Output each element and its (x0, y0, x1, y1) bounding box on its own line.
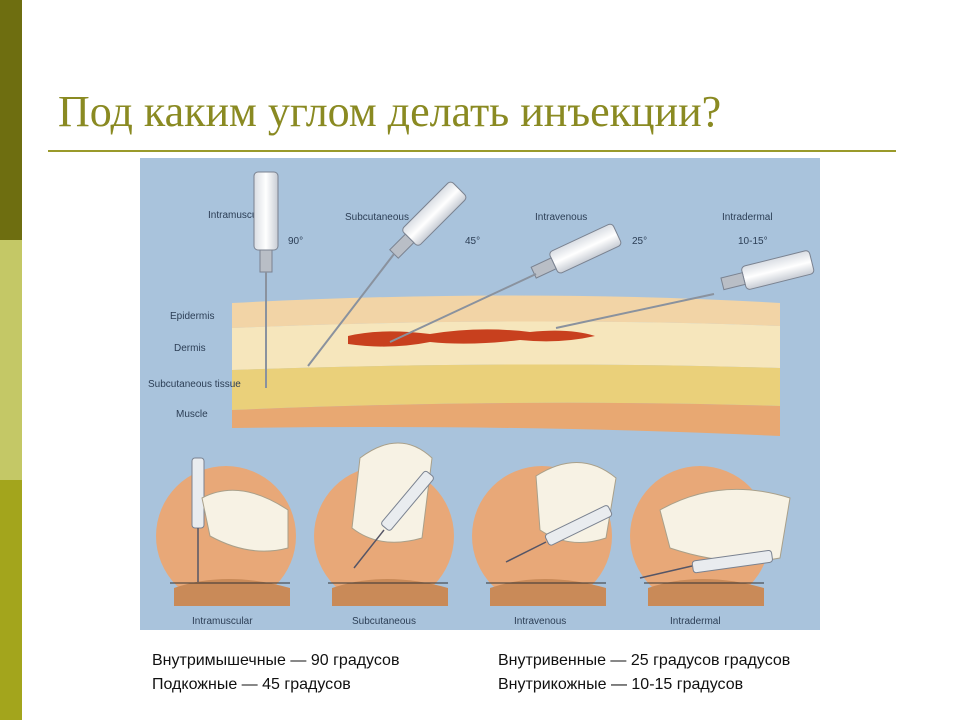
technique-circle-intravenous (472, 462, 617, 606)
needle-angle-intravenous: 25° (632, 236, 647, 247)
layer-label-subcutaneous: Subcutaneous tissue (148, 379, 241, 390)
technique-circle-intramuscular (156, 457, 296, 606)
caption-subcutaneous: Подкожные — 45 градусов (152, 676, 351, 693)
layer-label-muscle: Muscle (176, 409, 208, 420)
slide-title: Под каким углом делать инъекции? (58, 87, 722, 136)
syringe-intradermal (555, 250, 815, 329)
needle-label-intravenous: Intravenous (535, 212, 587, 223)
needle-label-intradermal: Intradermal (722, 212, 773, 223)
layer-label-dermis: Dermis (174, 343, 206, 354)
caption-intradermal: Внутрикожные — 10-15 градусов (498, 676, 744, 693)
syringe-intravenous (389, 223, 622, 343)
caption-intravenous: Внутривенные — 25 градусов градусов (498, 652, 791, 669)
needle-angle-intramuscular: 90° (288, 236, 303, 247)
syringe-intramuscular (253, 171, 279, 388)
sidebar-accent (0, 0, 22, 720)
sidebar-block-light (0, 240, 22, 480)
title-divider (48, 150, 896, 152)
needle-label-intramuscular: Intramuscular (208, 210, 269, 221)
technique-circle-subcutaneous (314, 442, 454, 606)
sidebar-block-mid (0, 480, 22, 720)
caption-intramuscular: Внутримышечные — 90 градусов (152, 652, 400, 669)
needle-angle-intradermal: 10-15° (738, 236, 768, 247)
skin-layers (232, 295, 780, 436)
circle-label-subcutaneous: Subcutaneous (352, 616, 416, 627)
circle-label-intramuscular: Intramuscular (192, 616, 253, 627)
technique-circle-intradermal (630, 466, 791, 606)
layer-label-epidermis: Epidermis (170, 311, 214, 322)
syringe-subcutaneous (307, 181, 467, 367)
needle-label-subcutaneous: Subcutaneous (345, 212, 409, 223)
circle-label-intravenous: Intravenous (514, 616, 566, 627)
injection-angles-illustration: Epidermis Dermis Subcutaneous tissue Mus… (140, 158, 820, 630)
sidebar-block-dark (0, 0, 22, 240)
circle-label-intradermal: Intradermal (670, 616, 721, 627)
needle-angle-subcutaneous: 45° (465, 236, 480, 247)
